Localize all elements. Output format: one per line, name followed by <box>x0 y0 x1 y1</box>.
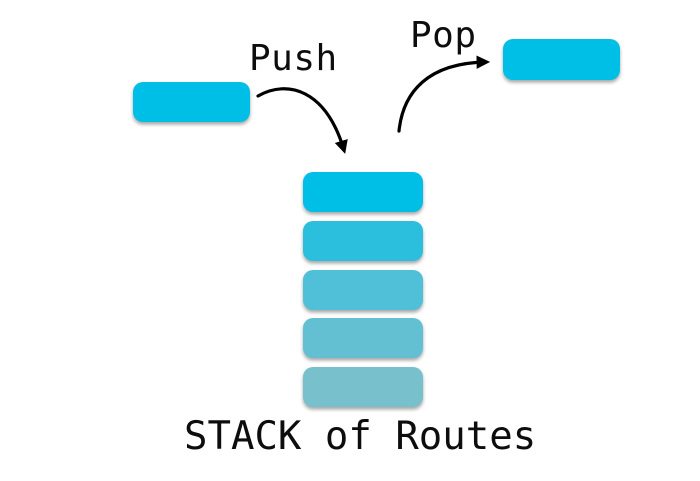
stack-route <box>303 172 423 212</box>
pop-arrow-icon <box>397 55 491 133</box>
push-label: Push <box>249 38 338 79</box>
stack-route <box>303 269 423 310</box>
routes-stack <box>303 172 423 408</box>
stack-route <box>303 220 423 261</box>
popped-route-box <box>503 39 620 80</box>
stack-route <box>303 318 423 359</box>
pop-label: Pop <box>410 15 477 56</box>
stack-route <box>303 367 423 408</box>
incoming-route-box <box>133 82 250 122</box>
caption: STACK of Routes <box>184 414 537 459</box>
push-arrow-icon <box>256 87 348 154</box>
